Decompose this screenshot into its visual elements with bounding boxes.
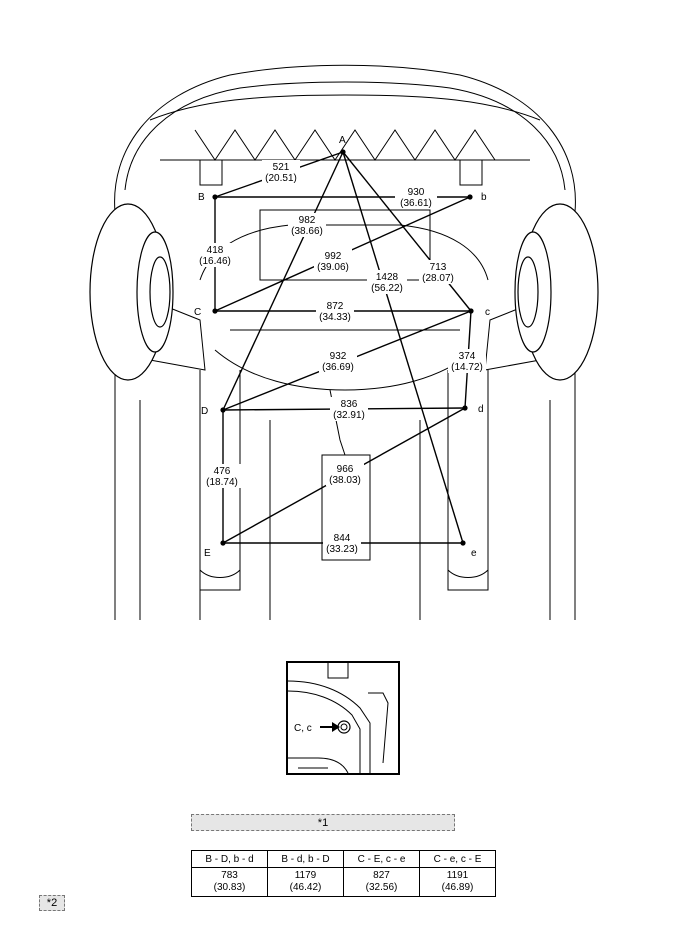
svg-text:930: 930 [408,187,425,198]
table-header-row: B - D, b - d B - d, b - D C - E, c - e C… [191,850,496,868]
dim-374: 374 (14.72) [448,349,486,373]
dim-930: 930 (36.61) [395,185,437,209]
dim-713: 713 (28.07) [419,260,457,284]
point-d-dot [220,407,226,413]
callout-1: *1 [191,814,455,831]
svg-text:(16.46): (16.46) [199,256,231,267]
svg-text:(14.72): (14.72) [451,362,483,373]
svg-text:932: 932 [330,351,347,362]
left-wheel [89,203,174,381]
point-c-dot [212,308,218,314]
svg-text:992: 992 [325,251,342,262]
svg-text:713: 713 [430,262,447,273]
arrow-icon [332,722,340,732]
svg-text:(38.03): (38.03) [329,475,361,486]
svg-text:476: 476 [214,466,231,477]
svg-text:(39.06): (39.06) [317,262,349,273]
svg-text:(38.66): (38.66) [291,226,323,237]
svg-text:418: 418 [207,245,224,256]
svg-text:521: 521 [273,162,290,173]
table-header: C - E, c - e [343,850,420,868]
table-header: B - D, b - d [191,850,268,868]
table-header: B - d, b - D [267,850,344,868]
callout-2: *2 [39,895,65,911]
svg-text:1428: 1428 [376,272,399,283]
dim-836: 836 (32.91) [330,397,368,421]
detail-drawing: C, c [288,663,389,773]
svg-text:844: 844 [334,533,351,544]
point-c-lower-dot [468,308,474,314]
svg-text:(56.22): (56.22) [371,283,403,294]
dim-844: 844 (33.23) [323,531,361,555]
detail-inset: C, c [286,661,400,775]
dim-872: 872 (34.33) [316,299,354,323]
point-b-lower-dot [467,194,473,200]
svg-text:(18.74): (18.74) [206,477,238,488]
point-a-dot [340,149,346,155]
label-c: c [485,307,490,318]
dim-418: 418 (16.46) [196,243,234,267]
dim-966: 966 (38.03) [326,462,364,486]
svg-text:966: 966 [337,464,354,475]
svg-text:(28.07): (28.07) [422,273,454,284]
dim-982: 982 (38.66) [288,213,326,237]
point-b-dot [212,194,218,200]
label-C: C [194,307,201,318]
svg-text:(36.69): (36.69) [322,362,354,373]
point-e-dot [220,540,226,546]
dimension-labels: 521 (20.51) 930 (36.61) 982 (38.66) 418 … [196,160,486,555]
label-e: e [471,548,477,559]
dim-521: 521 (20.51) [262,160,300,184]
svg-text:982: 982 [299,215,316,226]
point-e-lower-dot [460,540,466,546]
label-A: A [339,135,346,146]
table-header: C - e, c - E [419,850,496,868]
svg-text:(32.91): (32.91) [333,410,365,421]
measurement-points [212,149,474,546]
table-cell: 827(32.56) [343,867,420,897]
svg-text:(36.61): (36.61) [400,198,432,209]
point-labels: A B b C c D d E e [194,135,490,559]
table-cell: 1191(46.89) [419,867,496,897]
specification-table: B - D, b - d B - d, b - D C - E, c - e C… [191,850,496,897]
table-cell: 1179(46.42) [267,867,344,897]
svg-text:(20.51): (20.51) [265,173,297,184]
label-D: D [201,406,208,417]
underbody-measurement-diagram: A B b C c D d E e 521 (20.51) 930 (36.61… [89,64,599,620]
svg-text:(34.33): (34.33) [319,312,351,323]
svg-text:(33.23): (33.23) [326,544,358,555]
table-row: 783(30.83) 1179(46.42) 827(32.56) 1191(4… [191,867,496,897]
label-b: b [481,192,487,203]
label-d: d [478,404,484,415]
svg-text:374: 374 [459,351,476,362]
dim-992: 992 (39.06) [314,249,352,273]
svg-text:836: 836 [341,399,358,410]
label-E: E [204,548,211,559]
label-B: B [198,192,205,203]
right-wheel [514,203,599,381]
svg-text:872: 872 [327,301,344,312]
detail-label: C, c [294,723,312,734]
dim-1428: 1428 (56.22) [367,270,407,294]
dim-932: 932 (36.69) [319,349,357,373]
dim-476: 476 (18.74) [203,464,241,488]
table-cell: 783(30.83) [191,867,268,897]
point-d-lower-dot [462,405,468,411]
